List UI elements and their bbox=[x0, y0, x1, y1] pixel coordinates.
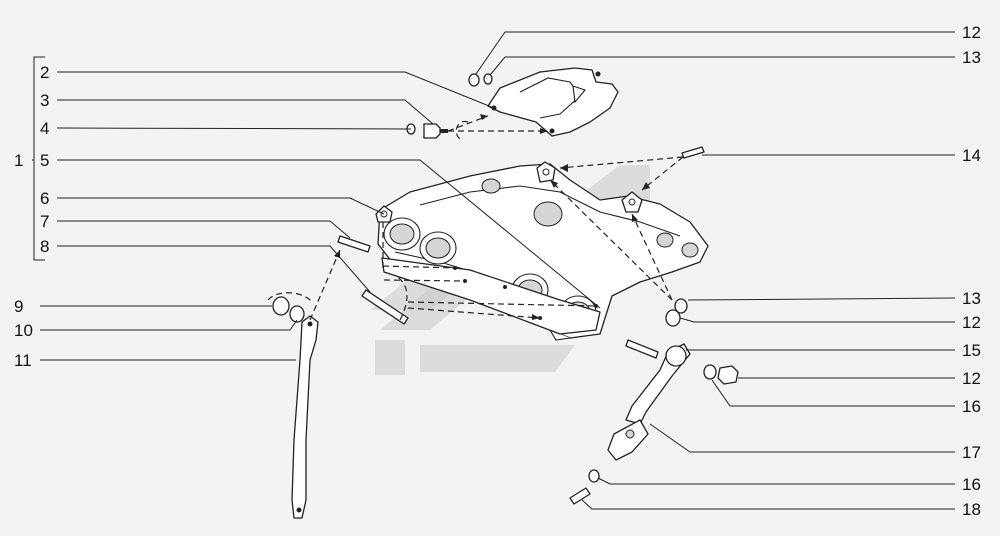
callout-18: 18 bbox=[962, 500, 981, 519]
stud-14 bbox=[681, 146, 705, 159]
support-bracket bbox=[291, 315, 319, 519]
callout-4: 4 bbox=[40, 119, 49, 138]
callout-14: 14 bbox=[962, 146, 981, 165]
bolt-3 bbox=[423, 123, 441, 139]
callout-12-top: 12 bbox=[962, 23, 981, 42]
washer-13-right bbox=[674, 298, 688, 314]
bolt-18 bbox=[569, 487, 591, 505]
stud-15 bbox=[625, 339, 659, 359]
washer-16 bbox=[703, 364, 717, 380]
washer-10 bbox=[289, 305, 305, 323]
callout-11: 11 bbox=[14, 351, 32, 370]
nut-12-bottom bbox=[717, 365, 739, 385]
callout-12-right: 12 bbox=[962, 313, 981, 332]
nut-12-right bbox=[665, 309, 681, 327]
stud-7 bbox=[337, 235, 371, 253]
stud-8 bbox=[361, 289, 409, 325]
nut-9 bbox=[272, 296, 290, 316]
callout-7: 7 bbox=[40, 212, 49, 231]
callout-16-lower: 16 bbox=[962, 475, 981, 494]
callout-5: 5 bbox=[40, 151, 49, 170]
callout-13-top: 13 bbox=[962, 48, 981, 67]
assembly-guides bbox=[267, 114, 684, 321]
callout-2: 2 bbox=[40, 63, 49, 82]
nut-12-top bbox=[468, 73, 480, 87]
callout-8: 8 bbox=[40, 237, 49, 256]
heat-shield bbox=[487, 67, 619, 137]
callout-17: 17 bbox=[962, 443, 981, 462]
callout-3: 3 bbox=[40, 91, 49, 110]
washer-16-lower bbox=[588, 469, 600, 483]
clamp-assembly bbox=[607, 343, 691, 461]
callout-13-right: 13 bbox=[962, 289, 981, 308]
callout-16-upper: 16 bbox=[962, 397, 981, 416]
callout-labels: 1 2 3 4 5 6 7 8 9 10 11 12 13 14 13 12 1… bbox=[14, 23, 981, 519]
leader-lines bbox=[32, 31, 956, 510]
washer-13-top bbox=[483, 73, 493, 85]
callout-15: 15 bbox=[962, 341, 981, 360]
small-fasteners bbox=[272, 73, 739, 505]
callout-6: 6 bbox=[40, 189, 49, 208]
callout-9: 9 bbox=[14, 297, 23, 316]
callout-12-bottom: 12 bbox=[962, 369, 981, 388]
callout-1: 1 bbox=[14, 151, 23, 170]
callout-10: 10 bbox=[14, 321, 33, 340]
